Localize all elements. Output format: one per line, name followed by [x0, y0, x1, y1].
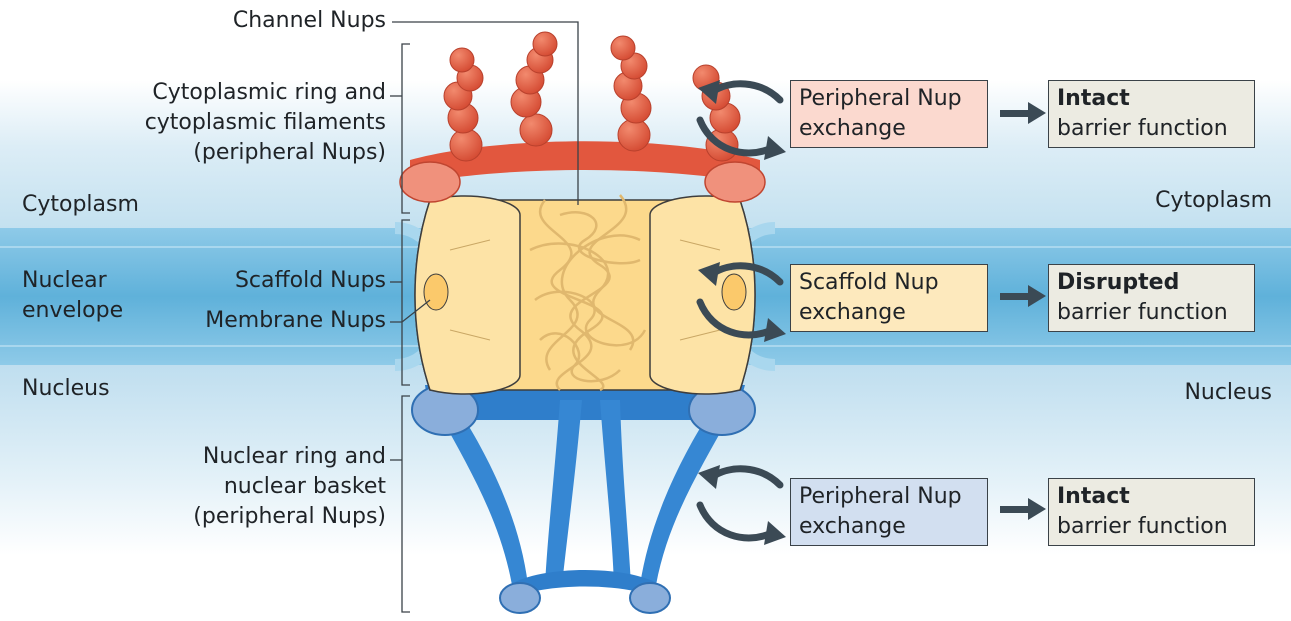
peripheral-exchange-box-top: Peripheral Nup exchange [790, 80, 988, 148]
cytoplasm-right-label: Cytoplasm [1100, 186, 1272, 216]
barrier-result-box-bottom: Intact barrier function [1048, 478, 1255, 546]
result-3-status: Intact [1057, 482, 1246, 512]
exchange-2-line2: exchange [799, 298, 979, 328]
channel-nups-label: Channel Nups [190, 6, 386, 36]
scaffold-exchange-box: Scaffold Nup exchange [790, 264, 988, 332]
envelope-line2: envelope [22, 296, 123, 326]
nuclear-ring-line1: Nuclear ring and [120, 442, 386, 472]
nucleus-right-label: Nucleus [1100, 378, 1272, 408]
barrier-result-box-top: Intact barrier function [1048, 80, 1255, 148]
nuclear-ring-line2: nuclear basket [120, 472, 386, 502]
barrier-result-box-middle: Disrupted barrier function [1048, 264, 1255, 332]
result-1-text: barrier function [1057, 114, 1246, 144]
exchange-3-line2: exchange [799, 512, 979, 542]
result-3-text: barrier function [1057, 512, 1246, 542]
exchange-1-line2: exchange [799, 114, 979, 144]
result-1-status: Intact [1057, 84, 1246, 114]
envelope-line1: Nuclear [22, 266, 123, 296]
exchange-1-line1: Peripheral Nup [799, 84, 979, 114]
cyto-ring-line2: cytoplasmic filaments [90, 108, 386, 138]
cytoplasm-left-label: Cytoplasm [22, 190, 139, 220]
nucleus-left-label: Nucleus [22, 374, 110, 404]
result-2-text: barrier function [1057, 298, 1246, 328]
result-2-status: Disrupted [1057, 268, 1246, 298]
scaffold-nups-label: Scaffold Nups [190, 266, 386, 296]
cyto-ring-line3: (peripheral Nups) [90, 138, 386, 168]
cyto-ring-line1: Cytoplasmic ring and [90, 78, 386, 108]
peripheral-exchange-box-bottom: Peripheral Nup exchange [790, 478, 988, 546]
cytoplasmic-ring-label: Cytoplasmic ring and cytoplasmic filamen… [90, 78, 386, 168]
nuclear-envelope-label: Nuclear envelope [22, 266, 123, 326]
exchange-2-line1: Scaffold Nup [799, 268, 979, 298]
membrane-nups-label: Membrane Nups [160, 306, 386, 336]
nuclear-ring-line3: (peripheral Nups) [120, 502, 386, 532]
exchange-3-line1: Peripheral Nup [799, 482, 979, 512]
scaffold-nups [415, 196, 755, 394]
nuclear-ring-label: Nuclear ring and nuclear basket (periphe… [120, 442, 386, 532]
